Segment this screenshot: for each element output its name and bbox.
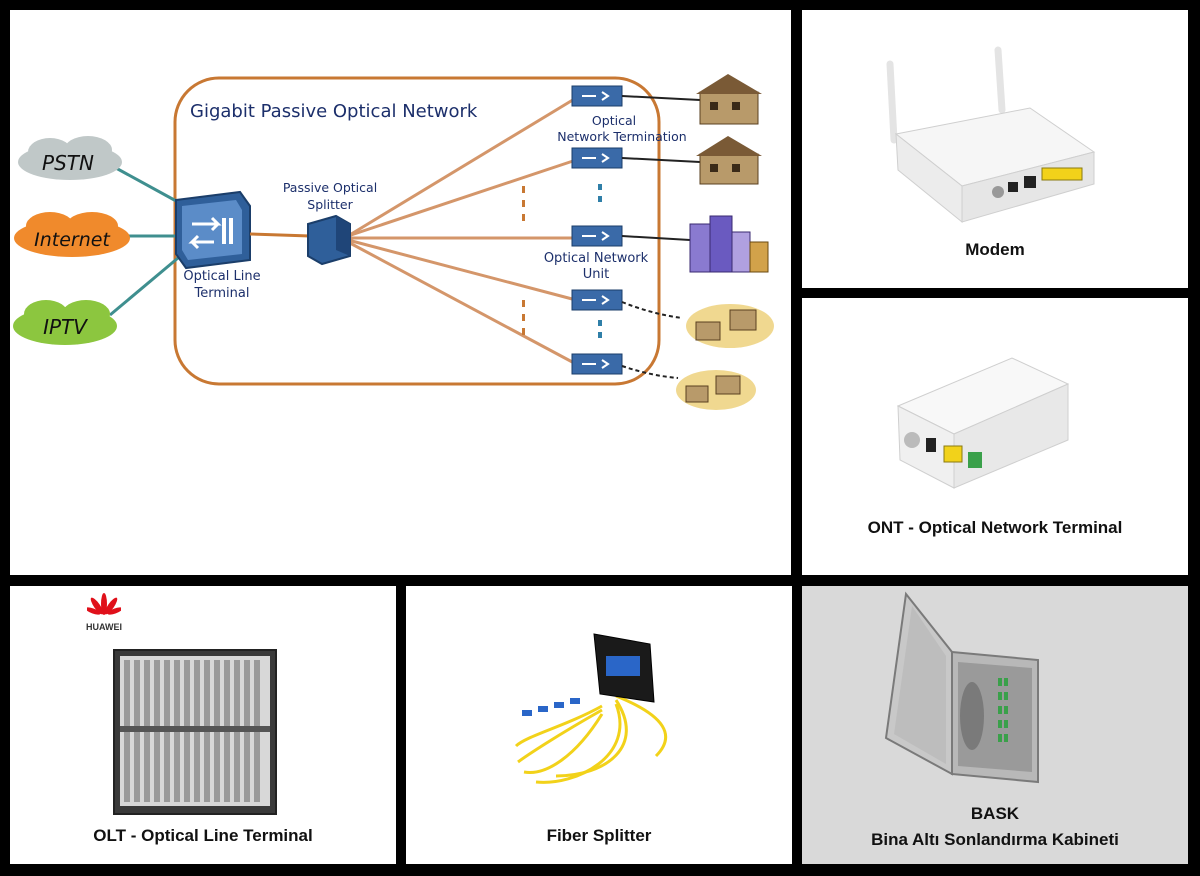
- fiber-splitter-image: [514, 633, 667, 784]
- ont-device-icon: [571, 85, 623, 107]
- gpon-diagram-panel: PSTN Internet IPTV Optical Line Terminal: [10, 10, 791, 575]
- cloud-label-iptv: IPTV: [43, 315, 88, 339]
- diagram-title: Gigabit Passive Optical Network: [190, 101, 478, 122]
- house-icon: [686, 304, 774, 348]
- bask-caption-line2: Bina Altı Sonlandırma Kabineti: [871, 830, 1119, 849]
- cloud-icon: [14, 212, 130, 257]
- olt-caption: OLT - Optical Line Terminal: [93, 826, 313, 845]
- more-fibers-dots: [522, 186, 525, 335]
- olt-chassis-image: [113, 649, 277, 815]
- splitter-panel: Fiber Splitter: [406, 586, 792, 864]
- cloud-label-internet: Internet: [34, 229, 111, 251]
- olt-label-line1: Optical Line: [183, 269, 260, 284]
- ont-label-line2: Network Termination: [557, 129, 686, 144]
- bask-panel: BASK Bina Altı Sonlandırma Kabineti: [802, 586, 1188, 864]
- ont-device-icon: [571, 289, 623, 311]
- house-icon: [676, 370, 756, 410]
- olt-label-line2: Terminal: [194, 286, 250, 301]
- cloud-icon: [13, 300, 117, 345]
- onu-label-line2: Unit: [583, 267, 609, 282]
- modem-caption: Modem: [965, 240, 1025, 259]
- distribution-fibers: [347, 96, 577, 366]
- huawei-logo: HUAWEI: [84, 592, 124, 632]
- cloud-label-pstn: PSTN: [42, 151, 94, 175]
- ont-caption: ONT - Optical Network Terminal: [867, 518, 1123, 537]
- house-icon: [696, 136, 762, 185]
- splitter-caption: Fiber Splitter: [546, 826, 652, 845]
- ont-panel: ONT - Optical Network Terminal: [802, 298, 1188, 575]
- feeder-fiber: [249, 232, 311, 238]
- gpon-diagram: PSTN Internet IPTV Optical Line Terminal: [13, 74, 774, 410]
- modem-panel: Modem: [802, 10, 1188, 288]
- cloud-icon: [18, 136, 122, 180]
- iptv-link: [109, 256, 179, 317]
- ont-label-line1: Optical: [592, 113, 636, 128]
- bask-caption-line1: BASK: [970, 804, 1020, 823]
- more-onts-dots: [598, 184, 602, 338]
- modem-image: [886, 46, 1096, 224]
- splitter-label-line2: Splitter: [307, 197, 353, 212]
- house-icon: [696, 74, 762, 125]
- olt-panel: HUAWEI OLT - Optical Line Terminal: [10, 586, 396, 864]
- splitter-label-line1: Passive Optical: [283, 180, 377, 195]
- ont-device-icon: [571, 225, 623, 247]
- building-icon: [689, 215, 769, 273]
- splitter-icon: [307, 214, 351, 266]
- huawei-wordmark: HUAWEI: [86, 622, 122, 632]
- drop-cables: [621, 95, 701, 379]
- bask-cabinet-image: [884, 591, 1039, 784]
- ont-device-icon: [571, 353, 623, 375]
- ont-image: [896, 357, 1070, 489]
- olt-switch-icon: [175, 190, 251, 270]
- ont-device-icon: [571, 147, 623, 169]
- onu-label-line1: Optical Network: [544, 251, 649, 266]
